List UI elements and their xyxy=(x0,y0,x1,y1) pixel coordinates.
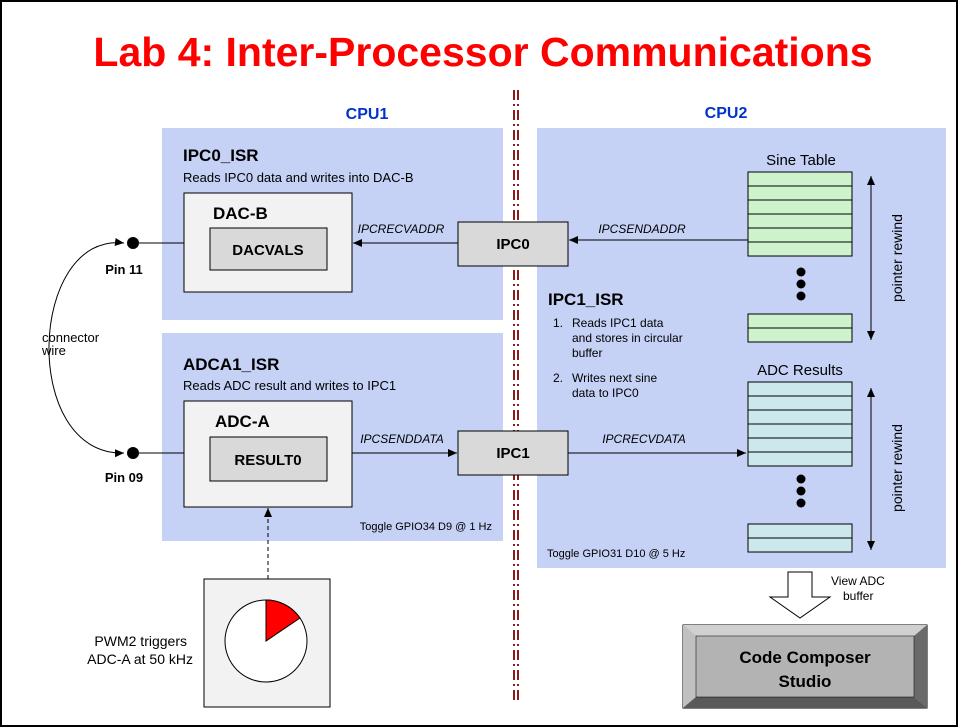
cpu1-toggle-note: Toggle GPIO34 D9 @ 1 Hz xyxy=(360,521,492,533)
ipc1-box xyxy=(457,430,569,476)
sine-rewind-label: pointer rewind xyxy=(889,214,905,302)
result0-register xyxy=(209,436,328,482)
ellipsis-dot xyxy=(796,474,806,484)
pin-11-dot xyxy=(127,237,139,249)
ellipsis-dot xyxy=(796,498,806,508)
pwm-label-2: ADC-A at 50 kHz xyxy=(87,651,193,667)
view-buffer-arrow xyxy=(768,571,832,619)
sine-cell xyxy=(747,199,853,215)
code-composer-studio-button[interactable]: Code Composer Studio xyxy=(682,624,928,709)
sine-cell xyxy=(747,241,853,257)
connector-wire-label-2: wire xyxy=(41,343,66,358)
ipc0-label: IPC0 xyxy=(496,236,529,253)
adc-cell xyxy=(747,423,853,439)
sine-table-label: Sine Table xyxy=(766,152,836,169)
ipcsendaddr-label: IPCSENDADDR xyxy=(598,222,686,236)
ipc1-isr-title: IPC1_ISR xyxy=(548,290,624,309)
ellipsis-dot xyxy=(796,279,806,289)
sine-cell xyxy=(747,327,853,343)
view-buffer-label-2: buffer xyxy=(843,589,873,603)
adca1-isr-title: ADCA1_ISR xyxy=(183,355,279,374)
ccs-label-1: Code Composer xyxy=(739,648,871,667)
ipcrecvaddr-label: IPCRECVADDR xyxy=(358,222,445,236)
sine-cell xyxy=(747,171,853,187)
ipc0-isr-desc: Reads IPC0 data and writes into DAC-B xyxy=(183,170,414,185)
ipcsenddata-label: IPCSENDDATA xyxy=(360,432,444,446)
dacvals-register xyxy=(209,227,328,271)
pwm-duty-wedge xyxy=(265,599,301,642)
view-buffer-label-1: View ADC xyxy=(831,574,885,588)
cpu1-label: CPU1 xyxy=(346,106,389,123)
ipc1-isr-step-1-line-2: and stores in circular xyxy=(572,331,683,345)
ipc1-isr-step-1-num: 1. xyxy=(553,316,563,330)
ipc0-box xyxy=(457,221,569,267)
result0-label: RESULT0 xyxy=(234,452,301,469)
adc-results-buffer xyxy=(747,381,853,553)
dac-b-label: DAC-B xyxy=(213,204,268,223)
slide-title: Lab 4: Inter-Processor Communications xyxy=(93,29,872,75)
pin-09-label: Pin 09 xyxy=(105,470,143,485)
cpu2-panel xyxy=(537,128,946,568)
pin-09-dot xyxy=(127,447,139,459)
ellipsis-dot xyxy=(796,291,806,301)
cpu2-label: CPU2 xyxy=(705,105,748,122)
cpu-divider xyxy=(513,90,519,700)
sine-table-buffer xyxy=(747,171,853,343)
adc-a-label: ADC-A xyxy=(215,412,270,431)
connector-wire-label-1: connector xyxy=(42,330,100,345)
connector-wire xyxy=(48,238,125,458)
dacvals-label: DACVALS xyxy=(232,242,303,259)
adc-cell xyxy=(747,409,853,425)
ipcrecvdata-label: IPCRECVDATA xyxy=(602,432,686,446)
ipc1-isr-step-2-line-2: data to IPC0 xyxy=(572,386,639,400)
ipc0-isr-title: IPC0_ISR xyxy=(183,146,259,165)
sine-cell xyxy=(747,213,853,229)
adc-cell xyxy=(747,451,853,467)
ipc1-label: IPC1 xyxy=(496,445,529,462)
adc-cell xyxy=(747,523,853,539)
ipc1-isr-step-1-line-1: Reads IPC1 data xyxy=(572,316,664,330)
sine-cell xyxy=(747,185,853,201)
adc-cell xyxy=(747,395,853,411)
adc-results-label: ADC Results xyxy=(757,362,843,379)
adc-cell xyxy=(747,437,853,453)
sine-cell xyxy=(747,313,853,329)
ellipsis-dot xyxy=(796,486,806,496)
adca1-isr-desc: Reads ADC result and writes to IPC1 xyxy=(183,378,396,393)
cpu2-toggle-note: Toggle GPIO31 D10 @ 5 Hz xyxy=(547,548,685,560)
ellipsis-dot xyxy=(796,267,806,277)
adc-cell xyxy=(747,381,853,397)
ipc1-isr-step-1-line-3: buffer xyxy=(572,346,602,360)
ccs-label-2: Studio xyxy=(779,672,832,691)
ipc1-isr-step-2-num: 2. xyxy=(553,371,563,385)
adc-rewind-label: pointer rewind xyxy=(889,424,905,512)
sine-cell xyxy=(747,227,853,243)
pwm-label-1: PWM2 triggers xyxy=(94,633,187,649)
adc-cell xyxy=(747,537,853,553)
ipc1-isr-step-2-line-1: Writes next sine xyxy=(572,371,657,385)
pin-11-label: Pin 11 xyxy=(105,262,143,277)
